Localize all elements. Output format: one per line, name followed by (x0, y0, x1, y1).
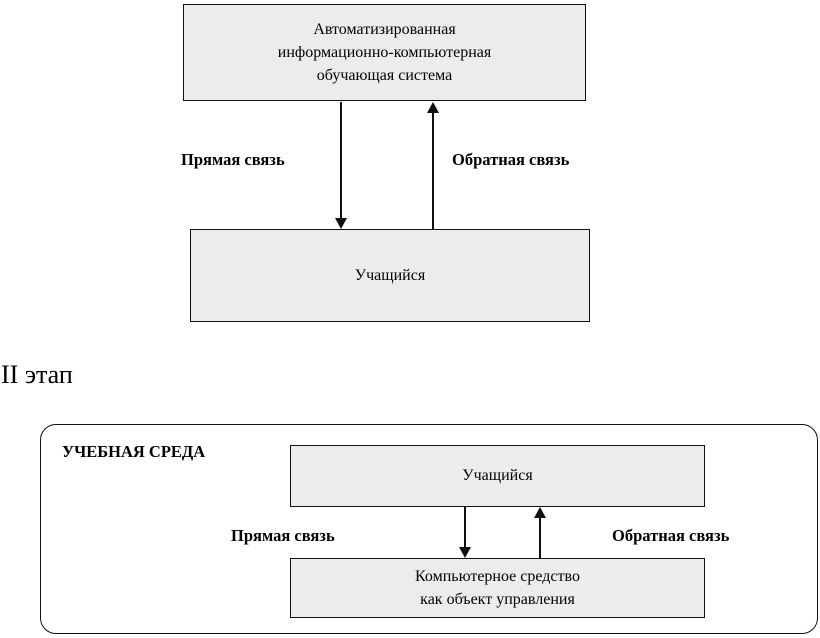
forward-link-label-stage2: Прямая связь (231, 526, 335, 545)
stage2-heading: II этап (1, 360, 73, 389)
feedback-arrow-stage2 (533, 507, 547, 559)
automated-system-box-text: Автоматизированная информационно-компьют… (277, 20, 492, 85)
student-box-text: Учащийся (354, 266, 426, 284)
student-box-text-stage2: Учащийся (462, 467, 533, 485)
arrow-shaft (432, 111, 434, 229)
feedback-arrow-stage1 (426, 102, 440, 229)
automated-system-box: Автоматизированная информационно-компьют… (183, 4, 586, 101)
arrow-head-down-icon (335, 218, 347, 229)
student-box-stage1: Учащийся (190, 229, 590, 322)
forward-link-arrow-stage1 (334, 102, 348, 229)
forward-link-label-stage1: Прямая связь (181, 150, 285, 169)
student-box-stage2: Учащийся (290, 445, 705, 507)
learning-environment-label: УЧЕБНАЯ СРЕДА (62, 442, 206, 461)
arrow-head-up-icon (534, 507, 546, 518)
arrow-head-up-icon (427, 102, 439, 113)
arrow-head-down-icon (459, 547, 471, 558)
feedback-label-stage1: Обратная связь (452, 150, 570, 169)
arrow-shaft (464, 507, 466, 549)
computer-tool-box-text: Компьютерное средство как объект управле… (415, 567, 580, 608)
arrow-shaft (340, 102, 342, 220)
forward-link-arrow-stage2 (458, 507, 472, 558)
computer-tool-box: Компьютерное средство как объект управле… (290, 558, 705, 618)
arrow-shaft (539, 516, 541, 559)
feedback-label-stage2: Обратная связь (612, 526, 730, 545)
